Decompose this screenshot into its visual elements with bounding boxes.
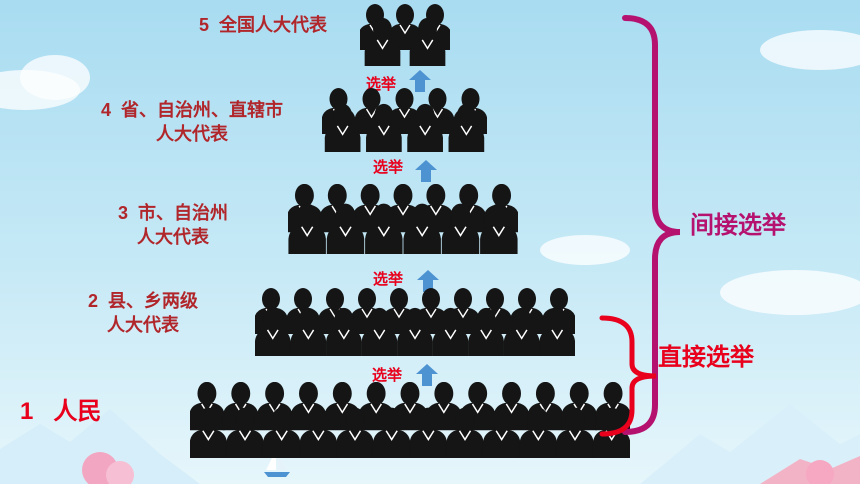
person-silhouette-icon: [366, 103, 402, 152]
person-silhouette-icon: [448, 103, 485, 152]
person-silhouette-icon: [432, 307, 469, 356]
people-crowd: [190, 382, 630, 458]
person-silhouette-icon: [324, 103, 361, 152]
person-silhouette-icon: [409, 17, 446, 66]
cloud: [20, 55, 90, 100]
person-silhouette-icon: [326, 203, 365, 254]
person-silhouette-icon: [407, 103, 443, 152]
tree-scenery: [82, 452, 134, 484]
person-silhouette-icon: [409, 407, 448, 458]
person-silhouette-icon: [336, 407, 374, 458]
person-silhouette-icon: [482, 407, 521, 458]
person-silhouette-icon: [397, 307, 433, 356]
person-silhouette-icon: [592, 407, 630, 458]
cloud: [760, 30, 860, 70]
person-silhouette-icon: [503, 307, 540, 356]
level-3-label: 3 市、自治州 人大代表: [117, 203, 229, 247]
person-silhouette-icon: [556, 407, 594, 458]
person-silhouette-icon: [480, 203, 518, 254]
person-silhouette-icon: [262, 407, 301, 458]
indirect-election-brace: [622, 15, 681, 435]
person-silhouette-icon: [226, 407, 264, 458]
person-silhouette-icon: [365, 203, 403, 254]
person-silhouette-icon: [255, 307, 291, 356]
person-silhouette-icon: [372, 407, 411, 458]
level-4-crowd: [322, 88, 487, 152]
person-silhouette-icon: [290, 307, 327, 356]
vote-label: 选举: [373, 271, 404, 288]
person-silhouette-icon: [468, 307, 504, 356]
direct-election-label: 直接选举: [658, 344, 754, 371]
mountain-scenery: [0, 404, 860, 484]
level-3-crowd: [288, 184, 518, 254]
level-5-crowd: [360, 4, 450, 66]
person-silhouette-icon: [403, 203, 441, 254]
person-silhouette-icon: [190, 407, 228, 458]
direct-election-brace: [599, 315, 657, 437]
people-label: 1 人民: [20, 398, 102, 425]
level-2-label: 2 县、乡两级 人大代表: [87, 291, 199, 335]
person-silhouette-icon: [385, 184, 421, 233]
person-silhouette-icon: [446, 407, 484, 458]
person-silhouette-icon: [326, 307, 362, 356]
person-silhouette-icon: [288, 203, 326, 254]
person-silhouette-icon: [539, 307, 575, 356]
cloud: [540, 235, 630, 265]
vote-label: 选举: [372, 367, 403, 384]
person-silhouette-icon: [299, 407, 338, 458]
person-silhouette-icon: [364, 17, 401, 66]
vote-label: 选举: [373, 159, 404, 176]
person-silhouette-icon: [519, 407, 558, 458]
indirect-election-label: 间接选举: [690, 212, 786, 239]
level-2-crowd: [255, 288, 575, 356]
level-5-label: 5 全国人大代表: [198, 15, 328, 35]
cloud: [720, 270, 860, 315]
level-4-label: 4 省、自治州、直辖市 人大代表: [100, 100, 284, 144]
person-silhouette-icon: [441, 203, 480, 254]
person-silhouette-icon: [361, 307, 398, 356]
